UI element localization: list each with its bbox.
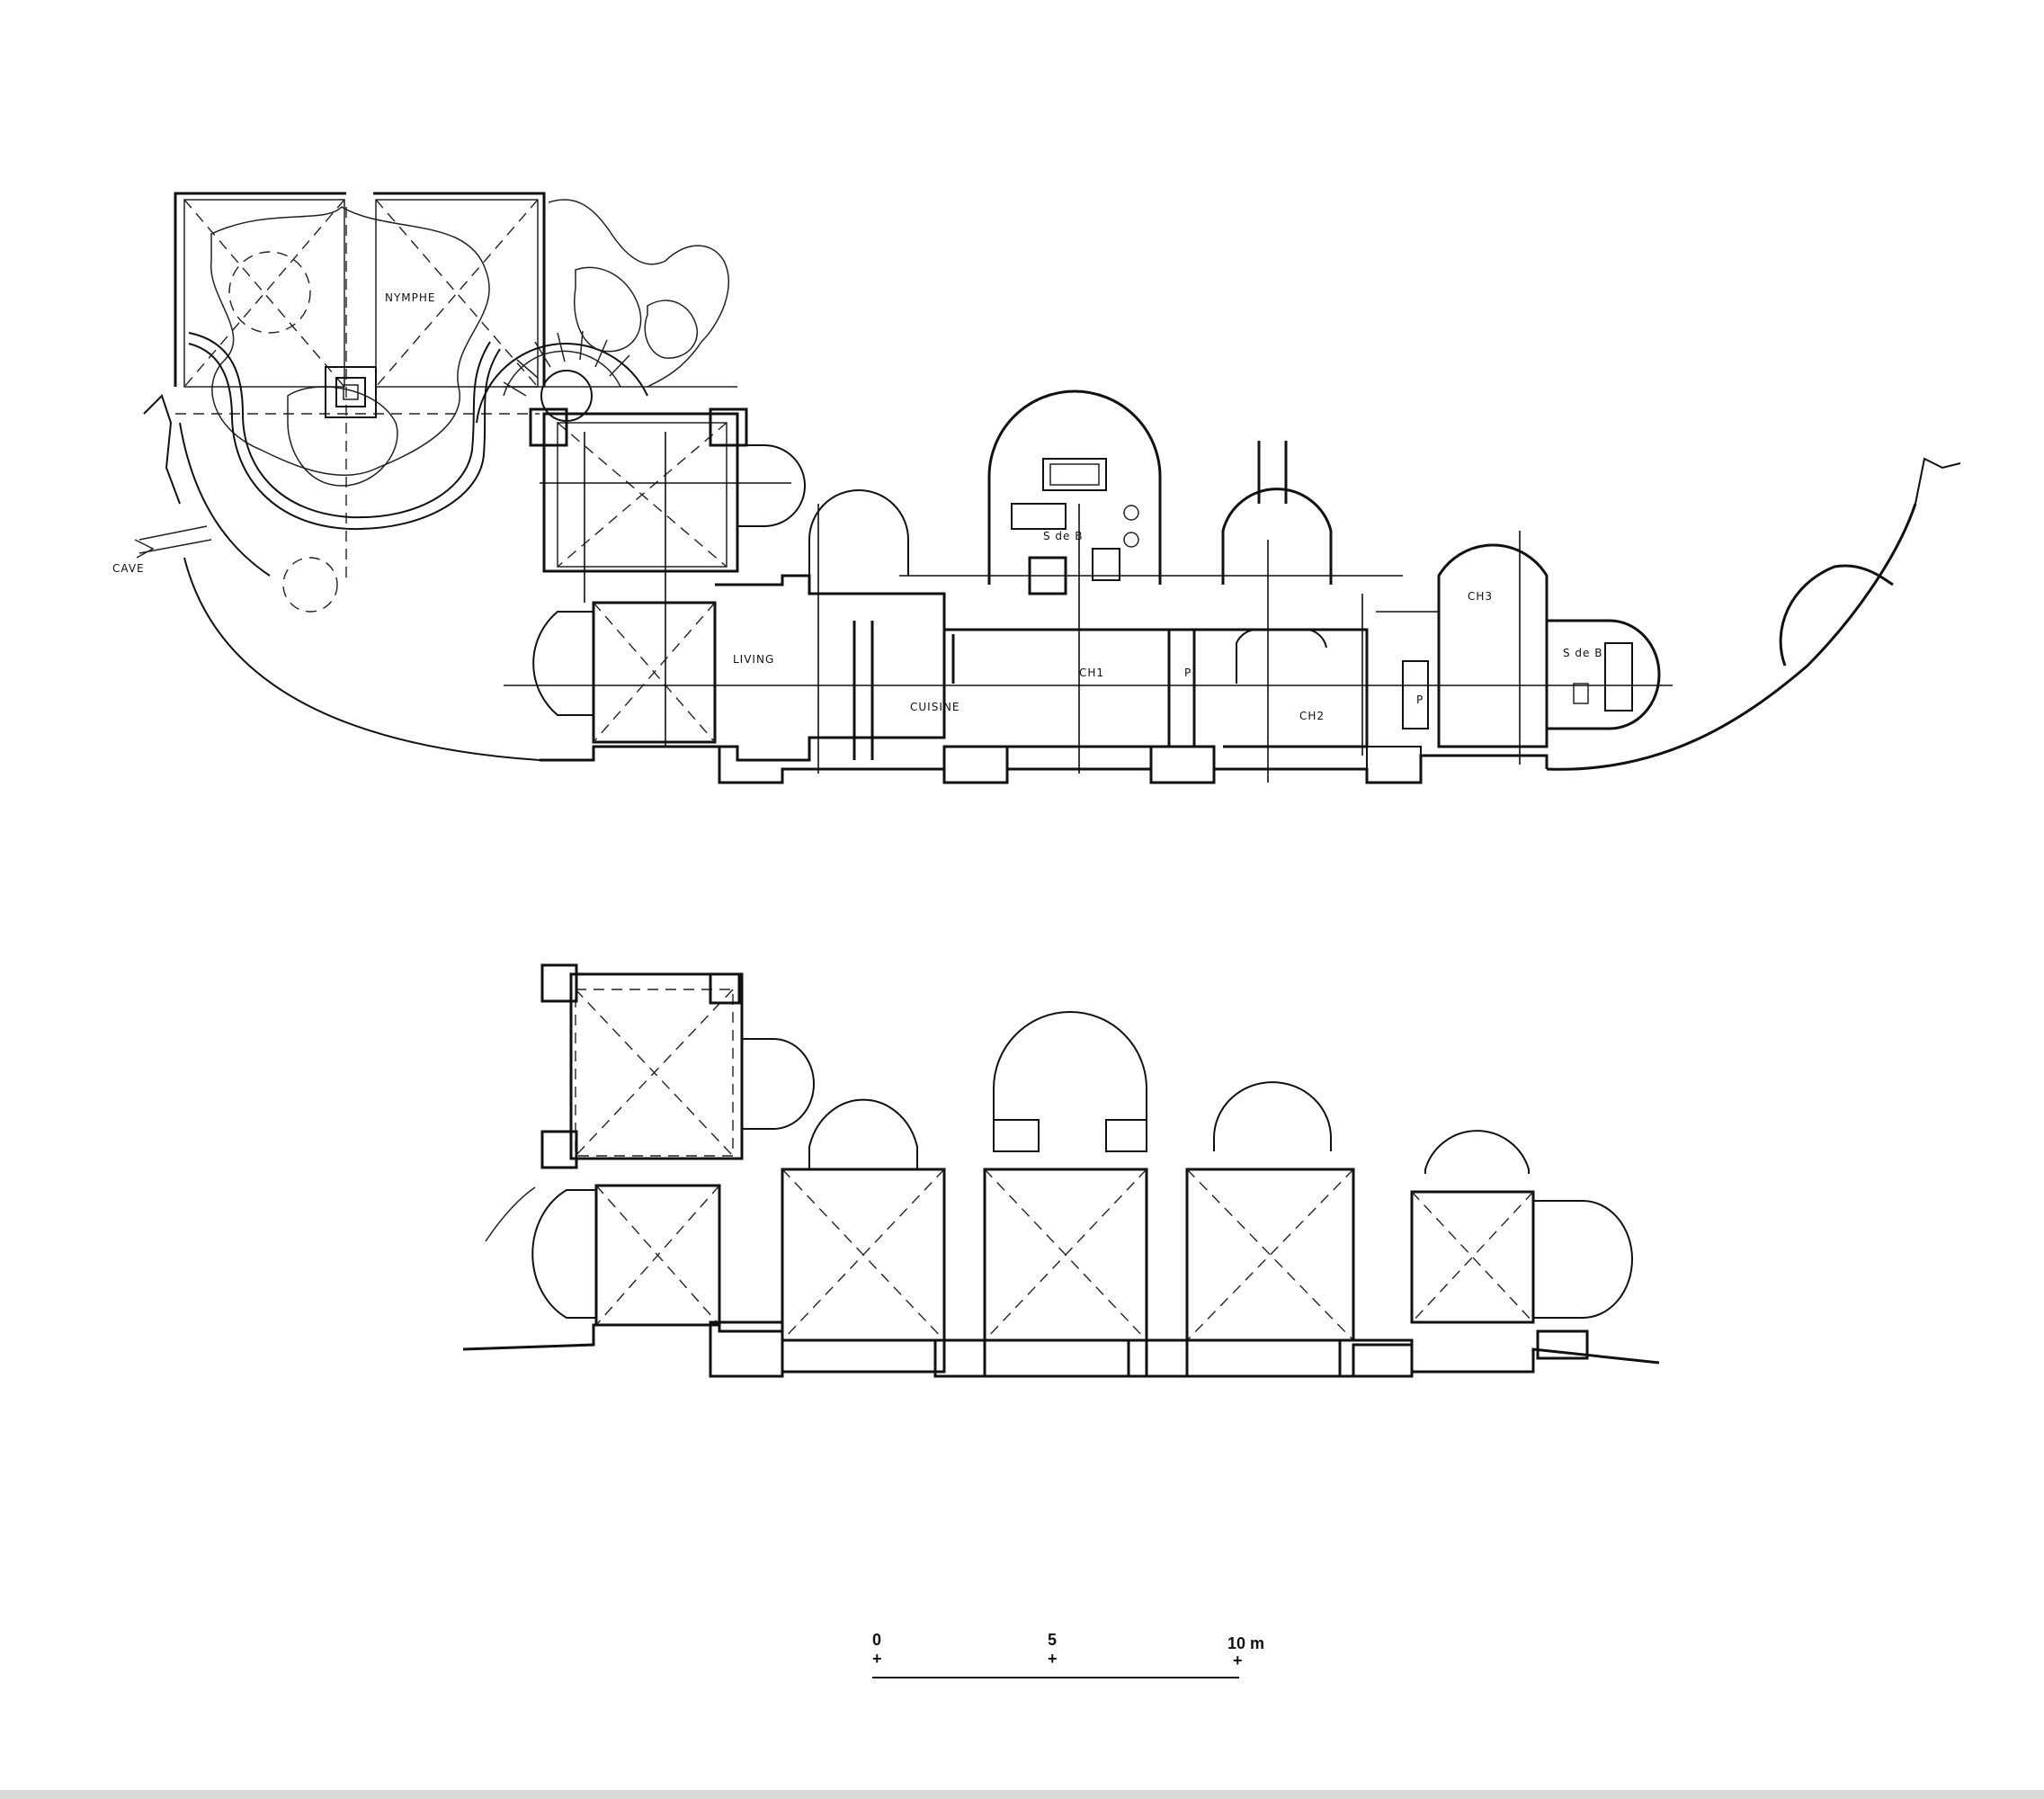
living-room — [532, 489, 946, 762]
scale-tick-10: + — [1233, 1651, 1243, 1669]
spiral-staircase — [476, 330, 648, 424]
room-label-ch3: CH3 — [1468, 590, 1493, 603]
entrance-block — [529, 407, 806, 573]
room-label-living: LIVING — [733, 653, 774, 666]
bedroom-2 — [1194, 441, 1369, 748]
scale-tick-0: + — [872, 1650, 882, 1668]
upper-floor-plan: NYMPHE CAVE LIVING CUISINE CH1 CH2 CH3 S… — [112, 192, 1961, 784]
kitchen — [852, 621, 1009, 784]
scale-label-5: 5 — [1048, 1631, 1057, 1649]
nymphaeum-area — [174, 192, 546, 613]
room-label-closet-2: P — [1416, 694, 1424, 706]
room-label-cuisine: CUISINE — [910, 701, 960, 713]
bathroom-2 — [1547, 619, 1661, 730]
scale-label-0: 0 — [872, 1631, 881, 1649]
room-label-cave: CAVE — [112, 562, 145, 575]
scale-tick-5: + — [1048, 1650, 1058, 1668]
bedroom-1 — [944, 628, 1216, 784]
rock-outcrop — [504, 199, 737, 388]
room-label-bathroom-1: S de B — [1043, 530, 1083, 542]
south-facade — [540, 457, 1961, 784]
closet — [1366, 660, 1429, 783]
room-label-ch1: CH1 — [1079, 667, 1104, 679]
room-label-bathroom-2: S de B — [1563, 647, 1602, 659]
bathroom-1 — [987, 389, 1162, 595]
bedroom-3 — [1437, 543, 1549, 748]
scan-edge — [0, 1790, 2044, 1799]
room-label-nymphe: NYMPHE — [385, 291, 436, 304]
room-label-closet-1: P — [1184, 667, 1192, 679]
scale-bar: 0 5 10 m + + + — [872, 1631, 1264, 1678]
cave-entrance — [134, 394, 540, 761]
scale-label-10: 10 m — [1227, 1634, 1264, 1652]
lower-floor-plan — [462, 963, 1660, 1378]
dimension-lines — [504, 432, 1673, 783]
room-label-ch2: CH2 — [1299, 710, 1325, 722]
